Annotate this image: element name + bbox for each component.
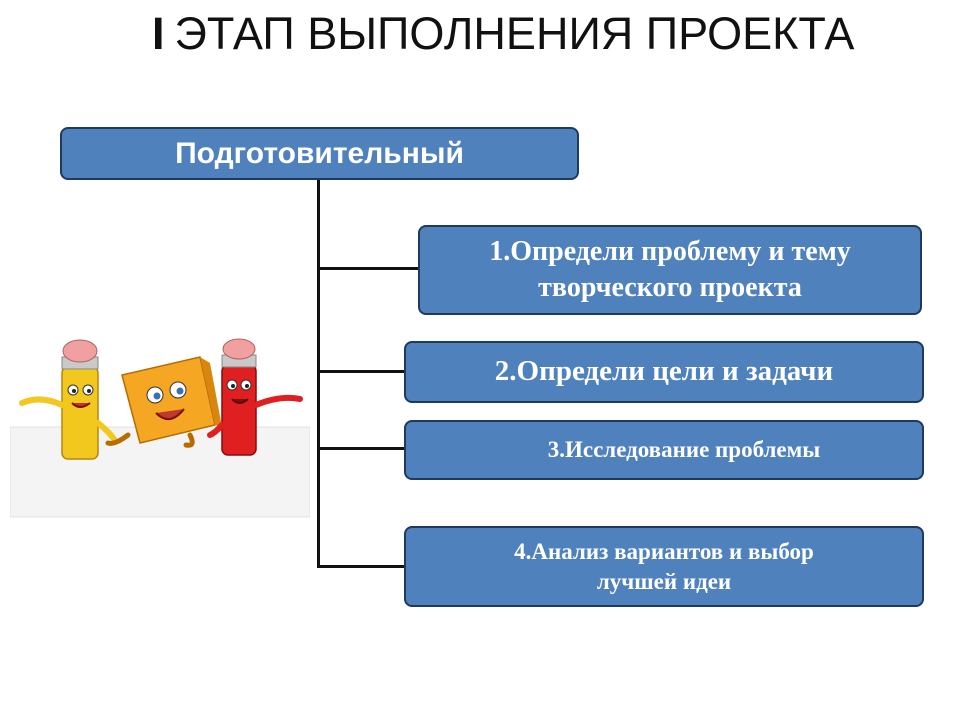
connector-step-4	[317, 565, 405, 568]
step-3-line-1: 3.Исследование проблемы	[547, 437, 821, 463]
step-4-line-1: 4.Анализ вариантов и выбор	[514, 538, 814, 564]
stage-numeral: I	[152, 8, 165, 59]
connector-step-3	[317, 447, 405, 450]
step-2-line-1: 2.Определи цели и задачи	[494, 355, 834, 388]
connector-step-2	[317, 370, 405, 373]
step-box-3: 3.Исследование проблемы	[404, 420, 924, 480]
cartoon-illustration	[9, 335, 311, 525]
step-box-4: 4.Анализ вариантов и выбор лучшей идеи	[404, 526, 924, 607]
step-box-2: 2.Определи цели и задачи	[404, 341, 924, 403]
step-1-line-2: творческого проекта	[538, 272, 802, 303]
book-icon	[105, 356, 222, 448]
connector-step-1	[317, 267, 419, 270]
step-1-line-1: 1.Определи проблему и тему	[489, 235, 851, 267]
step-box-1: 1.Определи проблему и тему творческого п…	[418, 225, 922, 315]
title-text: ЭТАП ВЫПОЛНЕНИЯ ПРОЕКТА	[174, 8, 855, 59]
stage-box-preparatory: Подготовительный	[60, 127, 579, 180]
yellow-pencil-icon	[19, 339, 117, 460]
step-4-line-2: лучшей идеи	[596, 568, 732, 594]
red-pencil-icon	[207, 338, 303, 456]
connector-vertical	[317, 180, 320, 568]
